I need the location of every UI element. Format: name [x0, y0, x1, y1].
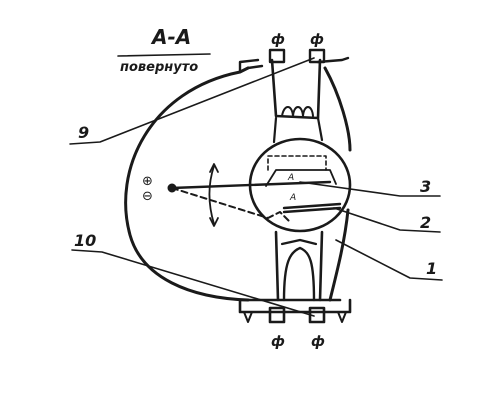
pointer-arm-alt [171, 187, 291, 223]
bottom-feet [243, 311, 347, 323]
bottom-inner-loop [282, 246, 316, 302]
section-subtitle: повернуто [120, 60, 198, 75]
coil-spring [281, 106, 314, 117]
housing-right-lower [328, 208, 350, 302]
terminal-block-bottom-left [268, 306, 286, 324]
terminal-bottom-left: ф [271, 334, 285, 350]
top-bracket [270, 58, 322, 120]
terminal-bottom-right: ф [311, 334, 325, 350]
leader-line-2 [333, 207, 441, 233]
terminal-top-right: ф [310, 32, 324, 48]
terminal-block-top-right [308, 48, 326, 64]
section-title: А-А [150, 25, 191, 49]
callout-3: 3 [420, 177, 431, 196]
bottom-flange [238, 298, 352, 314]
leader-line-1 [335, 239, 443, 281]
contact-bar [282, 202, 342, 214]
callout-1: 1 [426, 259, 437, 278]
leader-line-9 [69, 57, 315, 145]
inner-mark-a: A [287, 173, 294, 183]
callout-9: 9 [78, 123, 89, 142]
callout-2: 2 [420, 213, 431, 232]
inner-dashed-frame [267, 155, 327, 171]
bottom-cap [280, 238, 318, 246]
plus-symbol: ⊕ [142, 174, 153, 189]
top-stem [272, 116, 324, 144]
leader-line-3 [299, 181, 441, 197]
bottom-stem [274, 230, 324, 302]
housing-right-upper [323, 66, 352, 152]
minus-symbol: ⊖ [142, 189, 153, 204]
callout-10: 10 [74, 231, 96, 250]
terminal-block-top-left [268, 48, 286, 64]
rotation-arrowheads [209, 163, 219, 227]
top-flange [238, 56, 350, 74]
rotation-arrow [208, 165, 215, 225]
inner-mark-a2: A [289, 193, 296, 203]
title-underline [117, 53, 211, 57]
terminal-top-left: ф [271, 32, 285, 48]
housing-outline [124, 66, 250, 302]
leader-line-10 [71, 249, 315, 317]
inner-contact-frame [265, 169, 337, 187]
